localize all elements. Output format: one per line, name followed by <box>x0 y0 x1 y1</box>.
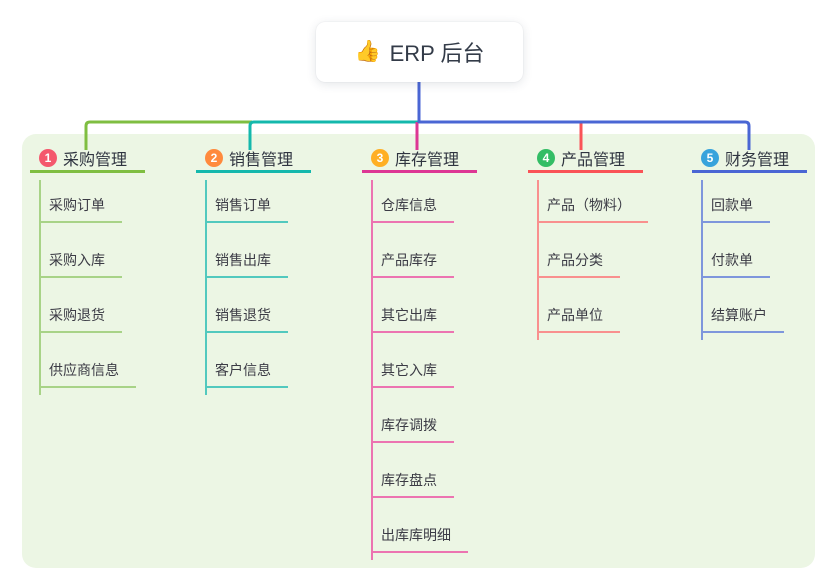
node-sales-order[interactable]: 销售订单 <box>205 196 288 223</box>
branch-finance-children: 回款单 付款单 结算账户 <box>692 196 807 333</box>
node-warehouse-info[interactable]: 仓库信息 <box>371 196 454 223</box>
root-node[interactable]: 👍 ERP 后台 <box>316 22 523 82</box>
connector-branch-1 <box>84 120 252 150</box>
node-customer-info[interactable]: 客户信息 <box>205 361 288 388</box>
branch-inventory-title[interactable]: 3 库存管理 <box>362 148 477 173</box>
branch-purchase-connector <box>39 180 41 395</box>
branch-sales-connector <box>205 180 207 395</box>
branch-finance: 5 财务管理 回款单 付款单 结算账户 <box>692 148 807 361</box>
branch-purchase: 1 采购管理 采购订单 采购入库 采购退货 供应商信息 <box>30 148 145 416</box>
badge-1: 1 <box>39 148 57 167</box>
branch-sales-label: 销售管理 <box>229 151 294 169</box>
thumbs-up-icon: 👍 <box>354 40 381 63</box>
branch-inventory: 3 库存管理 仓库信息 产品库存 其它出库 其它入库 库存调拨 库存盘点 出库库… <box>362 148 477 581</box>
root-label: ERP 后台 <box>389 41 485 66</box>
node-supplier-info[interactable]: 供应商信息 <box>39 361 136 388</box>
branch-product-connector <box>537 180 539 340</box>
branch-finance-label: 财务管理 <box>725 151 790 169</box>
branch-inventory-connector <box>371 180 373 560</box>
node-stock-count[interactable]: 库存盘点 <box>371 471 454 498</box>
badge-5: 5 <box>701 148 719 167</box>
node-payment-order[interactable]: 付款单 <box>701 251 770 278</box>
branch-product-title[interactable]: 4 产品管理 <box>528 148 643 173</box>
node-product-category[interactable]: 产品分类 <box>537 251 620 278</box>
branch-purchase-title[interactable]: 1 采购管理 <box>30 148 145 173</box>
node-product-stock[interactable]: 产品库存 <box>371 251 454 278</box>
node-receipt-order[interactable]: 回款单 <box>701 196 770 223</box>
connector-branch-2 <box>248 120 419 150</box>
node-settlement-account[interactable]: 结算账户 <box>701 306 784 333</box>
node-sales-outbound[interactable]: 销售出库 <box>205 251 288 278</box>
branch-sales-children: 销售订单 销售出库 销售退货 客户信息 <box>196 196 311 388</box>
branch-purchase-label: 采购管理 <box>63 151 128 169</box>
branch-product: 4 产品管理 产品（物料） 产品分类 产品单位 <box>528 148 648 361</box>
branch-inventory-children: 仓库信息 产品库存 其它出库 其它入库 库存调拨 库存盘点 出库库明细 <box>362 196 477 553</box>
branch-product-label: 产品管理 <box>561 151 626 169</box>
branch-product-children: 产品（物料） 产品分类 产品单位 <box>528 196 648 333</box>
node-purchase-inbound[interactable]: 采购入库 <box>39 251 122 278</box>
connector-branch-5 <box>419 120 751 150</box>
branch-sales: 2 销售管理 销售订单 销售出库 销售退货 客户信息 <box>196 148 311 416</box>
node-product-material[interactable]: 产品（物料） <box>537 196 648 223</box>
node-stock-transfer[interactable]: 库存调拨 <box>371 416 454 443</box>
node-other-inbound[interactable]: 其它入库 <box>371 361 454 388</box>
branch-finance-connector <box>701 180 703 340</box>
node-sales-return[interactable]: 销售退货 <box>205 306 288 333</box>
node-product-unit[interactable]: 产品单位 <box>537 306 620 333</box>
branch-inventory-label: 库存管理 <box>395 151 460 169</box>
node-other-outbound[interactable]: 其它出库 <box>371 306 454 333</box>
badge-3: 3 <box>371 148 389 167</box>
branch-finance-title[interactable]: 5 财务管理 <box>692 148 807 173</box>
badge-2: 2 <box>205 148 223 167</box>
node-purchase-return[interactable]: 采购退货 <box>39 306 122 333</box>
branch-purchase-children: 采购订单 采购入库 采购退货 供应商信息 <box>30 196 145 388</box>
branches-panel <box>22 134 815 568</box>
badge-4: 4 <box>537 148 555 167</box>
branch-sales-title[interactable]: 2 销售管理 <box>196 148 311 173</box>
node-inout-detail[interactable]: 出库库明细 <box>371 526 468 553</box>
node-purchase-order[interactable]: 采购订单 <box>39 196 122 223</box>
